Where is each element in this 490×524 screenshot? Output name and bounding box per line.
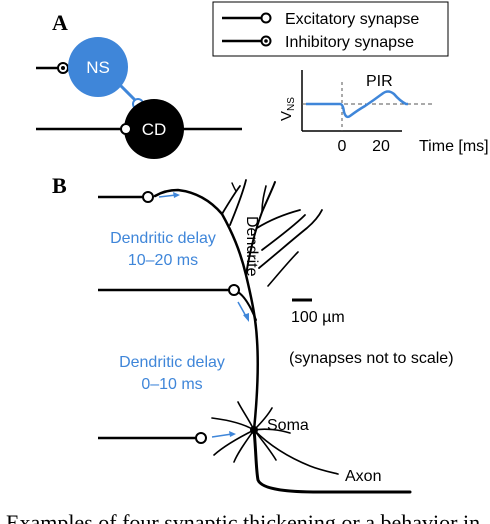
dendrite-branch-6 xyxy=(258,209,323,269)
ns-label: NS xyxy=(86,58,110,77)
cd-label: CD xyxy=(142,120,167,139)
soma-label: Soma xyxy=(267,417,309,434)
delay-top-line1: Dendritic delay xyxy=(110,230,216,247)
delay-bottom-line1: Dendritic delay xyxy=(119,354,225,371)
delay-top-line2: 10–20 ms xyxy=(128,252,198,269)
cd-excitatory-synapse xyxy=(120,123,132,135)
legend-box xyxy=(212,1,449,57)
delay-arrow-bottom xyxy=(211,433,233,438)
caption-fragment: Examples of four synaptic thickening or … xyxy=(6,510,480,524)
dendrite-branch-4 xyxy=(256,209,301,229)
panel-a-label: A xyxy=(52,10,68,35)
axon xyxy=(252,428,412,494)
ns-cell xyxy=(68,37,128,97)
dendrite-branch-3 xyxy=(229,179,247,226)
soma xyxy=(250,426,258,434)
pir-label: PIR xyxy=(366,73,393,90)
voltage-trace xyxy=(306,90,408,119)
panel-b-label: B xyxy=(52,173,67,198)
synapse-input-middle xyxy=(98,284,249,322)
synapse-input-top xyxy=(98,191,180,203)
inset-x-label: Time [ms] xyxy=(419,138,489,155)
legend-inhibitory-row: Inhibitory synapse xyxy=(222,34,414,51)
legend-inhibitory-label: Inhibitory synapse xyxy=(285,34,414,51)
scale-note: (synapses not to scale) xyxy=(289,350,454,367)
delay-arrow-top xyxy=(158,194,177,198)
axon-label: Axon xyxy=(345,468,381,485)
synapse-input-bottom xyxy=(98,431,236,444)
legend-excitatory-row: Excitatory synapse xyxy=(222,11,419,28)
legend-excitatory-label: Excitatory synapse xyxy=(285,11,419,28)
main-dendrite xyxy=(153,188,260,432)
inset-y-label: VNS xyxy=(278,97,297,121)
mid-synapse-branch xyxy=(237,291,257,321)
neuron-morphology xyxy=(153,179,412,494)
dendrite-label: Dendrite xyxy=(243,216,260,277)
dendrite-branch-7 xyxy=(267,251,299,287)
dendrite-branch-5 xyxy=(261,214,306,251)
inset-x-tick-0: 0 xyxy=(338,138,347,155)
dendrite-branch-9 xyxy=(231,182,237,192)
dendrite-branch-8 xyxy=(261,185,267,213)
delay-bottom-line2: 0–10 ms xyxy=(141,376,202,393)
dendrite-branch-2 xyxy=(221,185,241,215)
pir-inset: PIR VNS 0 20 Time [ms] xyxy=(278,70,489,155)
scale-label: 100 µm xyxy=(291,309,345,326)
excitatory-synapse-icon xyxy=(260,12,272,24)
cd-cell xyxy=(124,99,184,159)
inset-x-tick-20: 20 xyxy=(372,138,390,155)
